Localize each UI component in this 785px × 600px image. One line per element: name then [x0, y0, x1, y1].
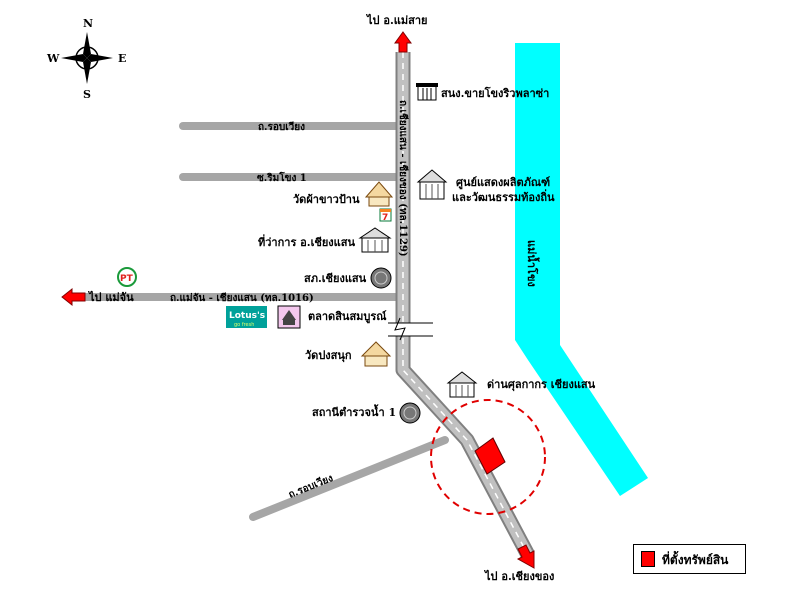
compass-n: N: [83, 17, 93, 30]
label-rim-khong-1: ซ.ริมโขง 1: [257, 171, 307, 184]
compass-e: E: [118, 52, 126, 65]
district-office-icon: [358, 227, 392, 253]
road-1129: [395, 52, 535, 559]
label-wat-pong-sanuk: วัดปงสนุก: [305, 349, 352, 363]
property-radius: [430, 399, 546, 515]
label-customs-house: ด่านศุลกากร เชียงแสน: [487, 378, 596, 392]
svg-text:go fresh: go fresh: [234, 322, 254, 328]
lotus-logo-icon: Lotus's go fresh: [226, 306, 267, 328]
seven-eleven-icon: 7: [379, 208, 392, 223]
road-rob-wiang-bottom: [249, 436, 449, 521]
compass-rose: N S W E: [46, 17, 126, 101]
label-riverside-plaza: สนง.ขายโขงริวพลาซ่า: [441, 86, 549, 100]
svg-text:7: 7: [382, 213, 388, 223]
police-badge-icon: [370, 267, 392, 289]
label-to-mae-sai: ไป อ.แม่สาย: [365, 13, 427, 27]
temple-icon-pong-sanuk: [360, 341, 392, 367]
compass-s: S: [83, 88, 91, 101]
road-1129-inner: [397, 52, 533, 558]
river-label: แม่น้ำโขง: [525, 240, 540, 287]
mekong-river: [515, 43, 648, 496]
label-market: ตลาดสินสมบูรณ์: [308, 310, 387, 324]
label-rob-wiang-top: ถ.รอบเวียง: [258, 121, 305, 133]
legend: ที่ตั้งทรัพย์สิน: [633, 544, 746, 574]
customs-building-icon: [446, 371, 478, 398]
pt-gas-icon: PT: [117, 267, 137, 287]
property-marker: [474, 437, 506, 475]
legend-property-label: ที่ตั้งทรัพย์สิน: [662, 553, 729, 567]
svg-text:Lotus's: Lotus's: [229, 311, 265, 321]
market-icon: [277, 305, 301, 329]
arrow-to-mae-sai: [394, 31, 412, 53]
legend-property-swatch: [641, 551, 655, 567]
svg-text:PT: PT: [120, 274, 134, 284]
label-district-office: ที่ว่าการ อ.เชียงแสน: [258, 234, 355, 249]
label-exhibition-2: และวัฒนธรรมท้องถิ่น: [452, 189, 555, 204]
label-water-police: สถานีตำรวจน้ำ 1: [312, 404, 396, 419]
label-to-mae-chan: ไป แม่จัน: [87, 290, 134, 304]
label-road-1016: ถ.แม่จัน - เชียงแสน (ทล.1016): [170, 292, 314, 304]
label-road-1129: ถ.เชียงแสน - เชียงของ (ทล.1129): [397, 100, 409, 257]
label-police-station: สภ.เชียงแสน: [304, 272, 367, 285]
road-break: [388, 323, 418, 336]
building-icon-plaza: [416, 83, 438, 101]
compass-w: W: [46, 52, 60, 65]
government-building-icon: [416, 169, 448, 200]
label-wat-pha-khao-pan: วัดผ้าขาวป้าน: [293, 193, 360, 206]
arrow-to-mae-chan: [61, 287, 86, 307]
label-exhibition-1: ศูนย์แสดงผลิตภัณฑ์: [456, 176, 550, 190]
label-to-chiang-khong: ไป อ.เชียงของ: [483, 569, 554, 583]
water-police-badge-icon: [399, 402, 421, 424]
road-1129-centerline: [402, 52, 529, 556]
arrow-to-chiang-khong: [516, 544, 535, 569]
temple-icon: [364, 181, 394, 207]
